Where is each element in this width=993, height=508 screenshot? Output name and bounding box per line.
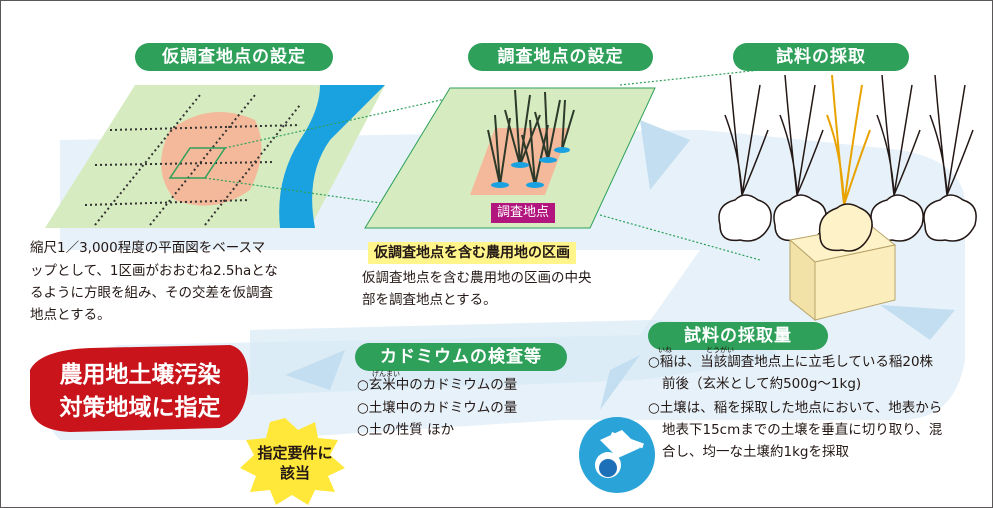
- provisional-desc-line4: 地点とする。: [30, 307, 111, 323]
- soil-amount-line1: ○土壌は、稲を採取した地点において、地表から: [648, 400, 943, 416]
- rice-amount-line1: ○稲は、当該調査地点上に立毛している稲20株: [648, 354, 934, 370]
- soil-amount-line3: 合し、均一な土壌約1kgを採取: [662, 444, 849, 460]
- flow-arrow-2: [640, 120, 690, 190]
- provisional-desc-line3: るように方眼を組み、その交差を仮調査: [30, 285, 273, 301]
- ruby-ine: いね: [658, 346, 672, 354]
- flow-arrow-4: [600, 355, 640, 410]
- grid-lines: [84, 94, 301, 226]
- rice-plants-field: [487, 89, 575, 186]
- step-sampling-pill: 試料の採取: [733, 43, 909, 71]
- designation-banner: [29, 345, 249, 432]
- requirement-line1: 指定要件に: [257, 444, 333, 462]
- flow-arrow-5: [285, 350, 345, 390]
- highlighted-rice: [818, 74, 873, 252]
- beaker-icon: [579, 417, 655, 493]
- step-survey-point-pill: 調査地点の設定: [468, 43, 653, 71]
- flow-arrow-3: [880, 305, 955, 340]
- farmland-desc-line2: 部を調査地点とする。: [362, 292, 497, 308]
- farmland-area: [161, 112, 262, 206]
- ruby-genmai: げんまい: [372, 370, 400, 378]
- designation-line2: 対策地域に指定: [59, 395, 221, 421]
- sampling-amount-pill: 試料の採取量: [648, 322, 828, 350]
- inspection-item-1: ○玄米中のカドミウムの量: [357, 377, 518, 393]
- inspection-pill: カドミウムの検査等: [355, 343, 567, 371]
- farmland-heading: 仮調査地点を含む農用地の区画: [368, 242, 576, 264]
- soil-amount-line2: 地表下15cmまでの土壌を垂直に切り取り、混: [662, 422, 943, 438]
- inspection-item-2: ○土壌中のカドミウムの量: [357, 400, 518, 416]
- inspection-item-3: ○土の性質 ほか: [357, 422, 455, 438]
- farmland-desc-line1: 仮調査地点を含む農用地の区画の中央: [362, 270, 592, 286]
- survey-point-label: 調査地点: [491, 203, 556, 223]
- rice-samples: [718, 74, 977, 242]
- ruby-tougai: とうがい: [706, 346, 734, 354]
- rice-amount-line2: 前後（玄米として約500g～1kg): [662, 376, 862, 392]
- soil-block-side: [814, 244, 896, 321]
- requirement-line2: 該当: [279, 464, 310, 482]
- requirement-burst: [240, 418, 345, 505]
- designation-line1: 農用地土壌汚染: [59, 362, 221, 388]
- provisional-desc-line1: 縮尺1／3,000程度の平面図をベースマ: [30, 240, 266, 256]
- step-provisional-point-pill: 仮調査地点の設定: [135, 43, 333, 71]
- provisional-desc-line2: ップとして、1区画がおおむね2.5haとな: [30, 263, 278, 279]
